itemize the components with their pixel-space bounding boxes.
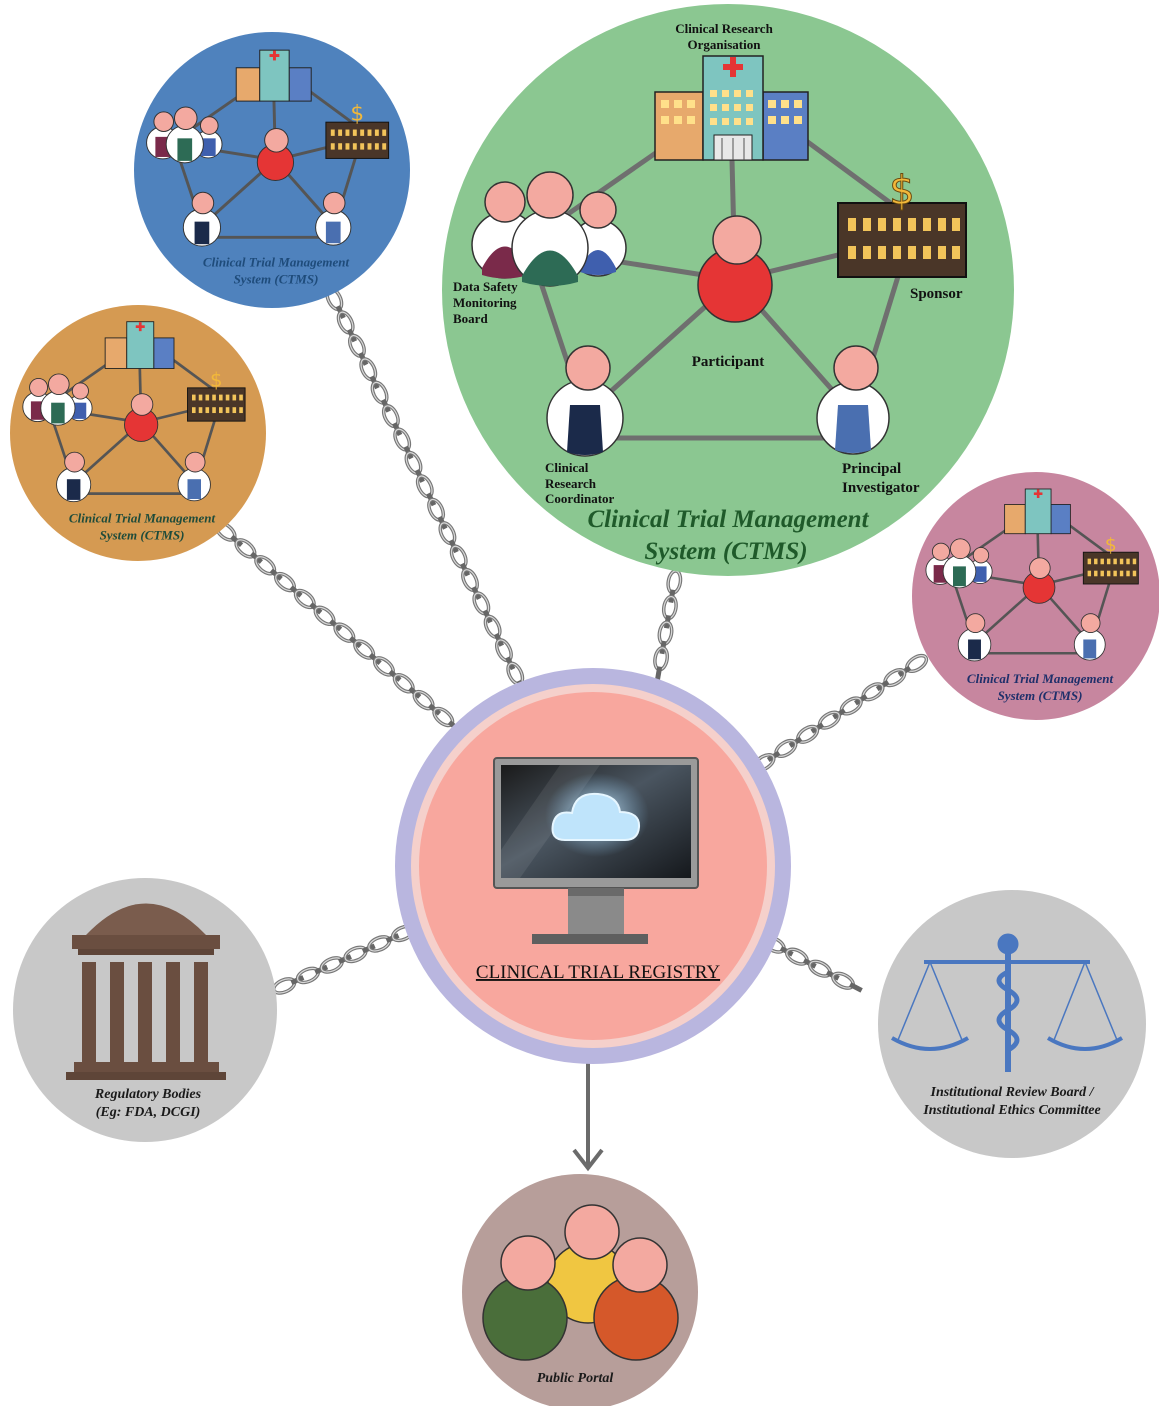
pi-person-icon [816, 345, 890, 455]
chain-irb [761, 935, 863, 993]
monitor-cloud-icon [493, 757, 699, 944]
government-building-icon [66, 903, 226, 1080]
irb-label-line2: Institutional Ethics Committee [922, 1103, 1100, 1118]
cro-label-line2: Organisation [688, 37, 762, 52]
chain-regulatory [272, 922, 424, 995]
cro-label-line1: Clinical Research [675, 21, 773, 36]
ctms-small-network: $ [146, 49, 390, 247]
dollar-icon: $ [210, 369, 223, 392]
pi-label-line2: Investigator [842, 480, 920, 496]
crc-label-line1: Clinical [545, 460, 589, 475]
ctms-small-title-line2: System (CTMS) [234, 272, 319, 287]
sponsor-label: Sponsor [910, 286, 963, 302]
registry-title: CLINICAL TRIAL REGISTRY [476, 962, 720, 983]
crc-label-line3: Coordinator [545, 491, 615, 506]
arrow-to-public-portal [572, 1063, 604, 1172]
chain-ctms-pink [745, 653, 929, 777]
ctms-small-title-line1: Clinical Trial Management [69, 511, 216, 526]
scales-caduceus-icon [890, 933, 1124, 1072]
irb-circle [878, 890, 1146, 1158]
irb-label-line1: Institutional Review Board / [930, 1085, 1095, 1100]
regulatory-bodies-node[interactable]: Regulatory Bodies (Eg: FDA, DCGI) [13, 878, 277, 1142]
public-portal-node[interactable]: Public Portal [462, 1174, 698, 1410]
portal-label: Public Portal [537, 1371, 614, 1386]
dollar-icon: $ [889, 168, 914, 214]
chain-ctms-blue [325, 287, 527, 694]
ctms-small-network: $ [22, 321, 246, 503]
dollar-icon: $ [350, 102, 364, 127]
people-group-icon [482, 1204, 679, 1361]
dsmb-label-line1: Data Safety [453, 279, 518, 294]
dsmb-label-line3: Board [453, 311, 488, 326]
irb-iec-node[interactable]: Institutional Review Board / Institution… [878, 890, 1146, 1158]
chain-ctms-large [653, 569, 683, 680]
cro-building-icon [654, 55, 809, 161]
participant-icon [697, 215, 773, 323]
participant-label: Participant [692, 354, 765, 370]
ctms-large-title-line2: System (CTMS) [644, 538, 807, 565]
dsmb-label-line2: Monitoring [453, 295, 517, 310]
ctms-large: Clinical Research Organisation $ Sponsor… [442, 4, 1014, 576]
sponsor-building-icon [837, 202, 967, 278]
ctms-small-title-line2: System (CTMS) [100, 528, 185, 543]
pi-label-line1: Principal [842, 461, 901, 477]
ctms-large-title-line1: Clinical Trial Management [587, 506, 869, 533]
crc-label-line2: Research [545, 476, 597, 491]
clinical-trial-registry[interactable]: CLINICAL TRIAL REGISTRY [395, 668, 791, 1064]
ctms-small-title-line2: System (CTMS) [998, 688, 1083, 703]
regulatory-label-line1: Regulatory Bodies [94, 1087, 202, 1102]
dsmb-people-icon [471, 171, 627, 287]
chain-ctms-orange [214, 521, 461, 733]
regulatory-label-line2: (Eg: FDA, DCGI) [96, 1105, 201, 1120]
ctms-small-network: $ [925, 488, 1139, 662]
dollar-icon: $ [1105, 534, 1117, 556]
ctms-small-title-line1: Clinical Trial Management [203, 255, 350, 270]
ctms-small-title-line1: Clinical Trial Management [967, 671, 1114, 686]
crc-person-icon [546, 345, 624, 457]
